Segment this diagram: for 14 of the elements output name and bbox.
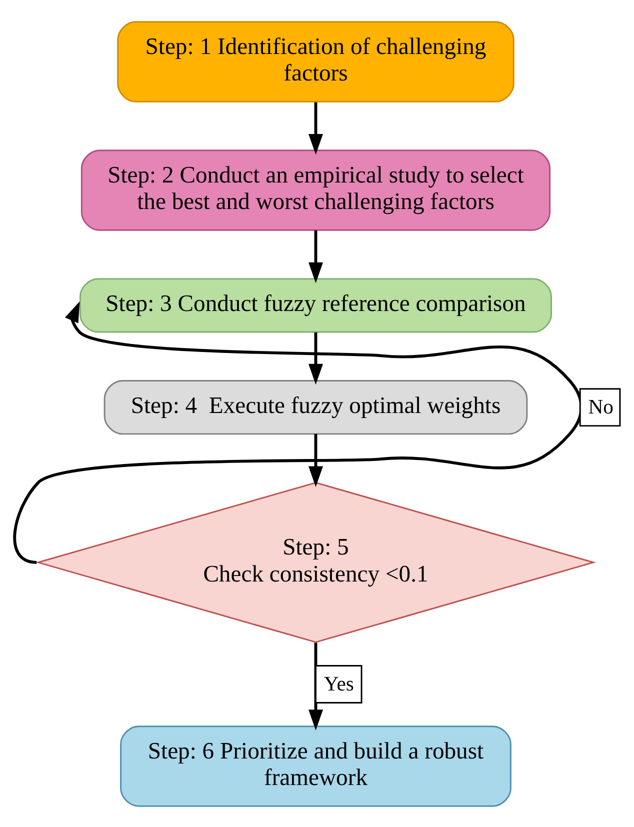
arrow: [308, 642, 323, 730]
node-diamond: Step: 5 Check consistency <0.1: [35, 481, 596, 642]
node-box: Step: 4 Execute fuzzy optimal weights: [104, 380, 528, 434]
node-box: Step: 2 Conduct an empirical study to select the best and worst challenging factors: [80, 149, 551, 230]
edge-label: No: [588, 396, 614, 418]
node-box: Step: 1 Identification of challenging factors: [117, 20, 514, 102]
arrow: [308, 332, 323, 384]
edge-label: Yes: [324, 672, 354, 695]
node-box: Step: 6 Prioritize and build a robust framework: [120, 725, 512, 806]
arrow: [308, 230, 323, 283]
node-box: Step: 3 Conduct fuzzy reference comparison: [79, 278, 552, 332]
arrow: [13, 300, 582, 564]
arrow: [308, 433, 323, 487]
arrow: [308, 102, 323, 154]
